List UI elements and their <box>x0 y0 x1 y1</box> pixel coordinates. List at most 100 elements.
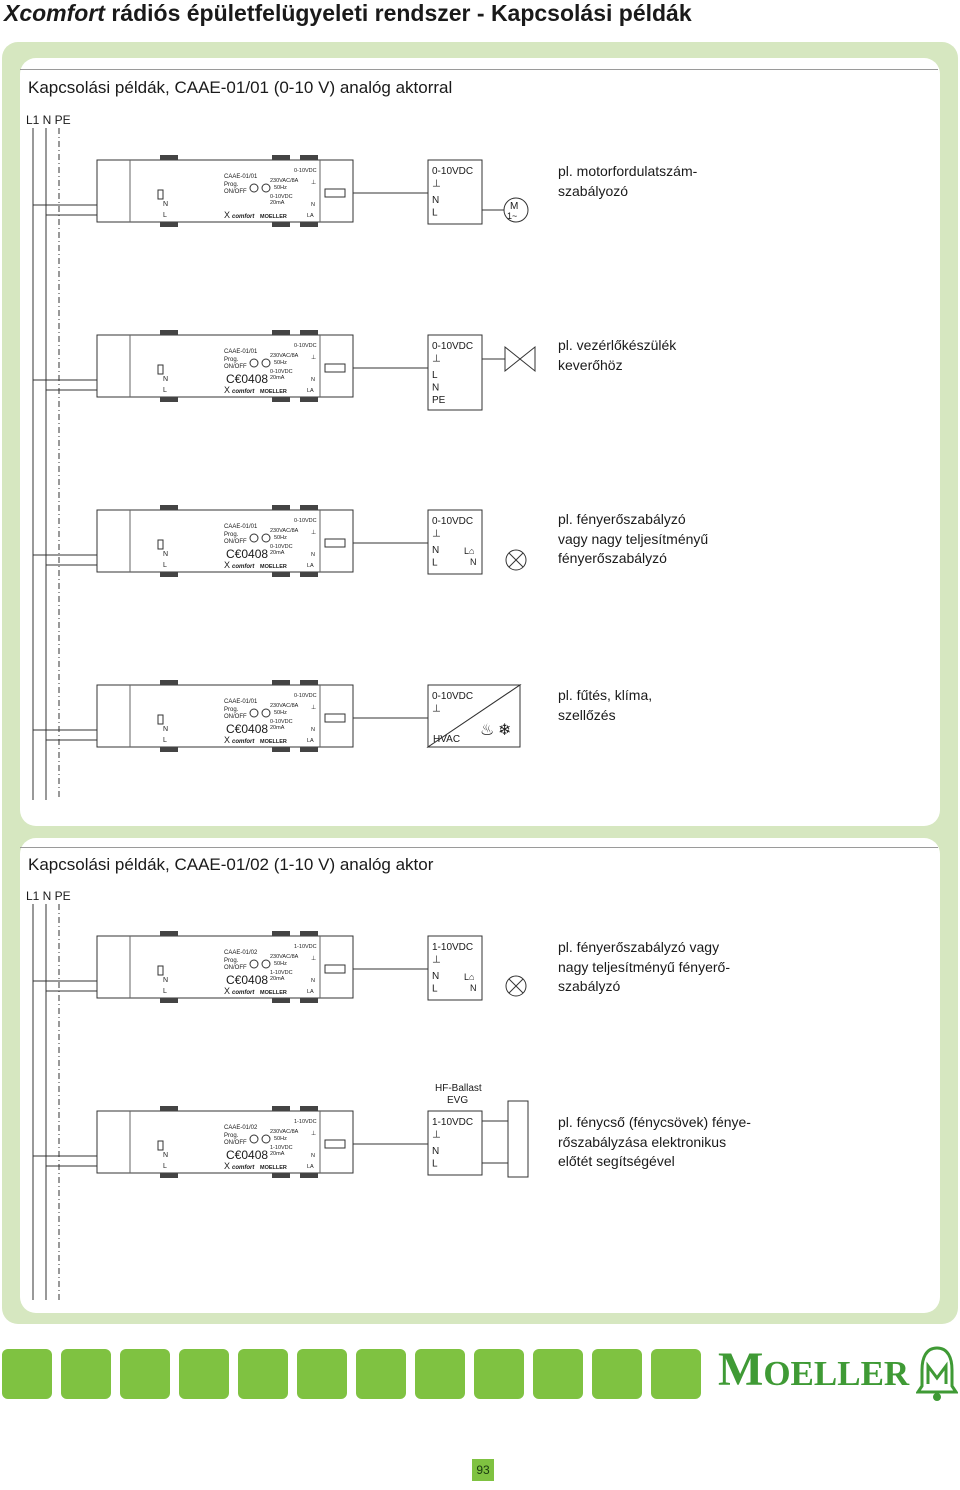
title-rest: rádiós épületfelügyeleti rendszer - Kapc… <box>104 0 692 26</box>
terminal-block <box>272 505 290 510</box>
footer-square <box>238 1349 288 1399</box>
terminal-block <box>272 222 290 227</box>
load-terminal: L <box>432 208 438 219</box>
diagram-label: LA <box>307 213 314 219</box>
load-terminal: L <box>432 1159 438 1170</box>
load-terminal: N <box>432 195 439 206</box>
diagram-label: N <box>163 977 168 984</box>
diagram-label: 0-10VDC <box>270 544 293 550</box>
device-model: CAAE-01/02 <box>224 950 258 956</box>
diagram-label: 50Hz <box>274 535 287 541</box>
footer-square <box>592 1349 642 1399</box>
maker-label: MOELLER <box>260 1165 287 1171</box>
page-number: 93 <box>472 1459 494 1481</box>
ballast-label: EVG <box>447 1095 468 1106</box>
terminal-marker <box>157 1140 164 1151</box>
terminal-block <box>300 931 318 936</box>
footer-square <box>297 1349 347 1399</box>
load-terminal: 1-10VDC <box>432 1117 473 1128</box>
diagram-label: L <box>163 737 167 744</box>
diagram-label: Prog. <box>224 1133 239 1139</box>
ce-mark: C€0408 <box>226 722 268 736</box>
terminal-block <box>272 931 290 936</box>
diagram-label: Prog. <box>224 707 239 713</box>
terminal-block <box>160 505 178 510</box>
ce-mark: C€0408 <box>226 547 268 561</box>
diagram-label: N <box>163 201 168 208</box>
diagram-label: ON/OFF <box>224 364 247 370</box>
load-terminal: N <box>432 1146 439 1157</box>
terminal-block <box>272 747 290 752</box>
load-box <box>427 1110 483 1176</box>
diagram-label: ON/OFF <box>224 189 247 195</box>
diagram-label: N <box>163 376 168 383</box>
diagram-label: LA <box>307 738 314 744</box>
footer-square <box>179 1349 229 1399</box>
diagram-label: 0-10VDC <box>270 194 293 200</box>
terminal-block <box>160 572 178 577</box>
terminal-marker <box>324 538 346 548</box>
diagram-label: 0-10VDC <box>294 693 317 699</box>
terminal-block <box>160 680 178 685</box>
brand-label: comfort <box>232 564 255 570</box>
terminal-marker <box>157 714 164 725</box>
example-description: pl. fényerőszabályzó vagy nagy teljesítm… <box>558 939 730 994</box>
terminal-block <box>160 998 178 1003</box>
terminal-block <box>300 747 318 752</box>
device-model: CAAE-01/01 <box>224 524 258 530</box>
terminal-block <box>160 155 178 160</box>
maker-label: MOELLER <box>260 739 287 745</box>
section-divider-1 <box>20 69 938 70</box>
section-heading-2: Kapcsolási példák, CAAE-01/02 (1-10 V) a… <box>28 855 434 874</box>
footer-square <box>533 1349 583 1399</box>
diagram-label: 50Hz <box>274 185 287 191</box>
terminal-marker <box>157 189 164 200</box>
diagram-label: 230VAC/8A <box>270 178 299 184</box>
maker-label: MOELLER <box>260 564 287 570</box>
terminal-block <box>160 931 178 936</box>
load-terminal: ⊥ <box>432 1130 441 1141</box>
diagram-label: 1-10VDC <box>294 1119 317 1125</box>
led-icon <box>261 358 271 368</box>
diagram-label: Prog. <box>224 532 239 538</box>
page-title: Xcomfort rádiós épületfelügyeleti rendsz… <box>4 0 692 27</box>
brand-label: comfort <box>232 214 255 220</box>
flame-icon: ♨ <box>480 722 494 739</box>
ce-mark: C€0408 <box>226 973 268 987</box>
terminal-block <box>272 1106 290 1111</box>
load-box <box>427 334 483 411</box>
terminal-marker <box>324 713 346 723</box>
example-description: pl. fűtés, klíma, szellőzés <box>558 687 653 723</box>
diagram-label: 0-10VDC <box>294 518 317 524</box>
load-terminal: 0-10VDC <box>432 166 473 177</box>
diagram-label: ON/OFF <box>224 1140 247 1146</box>
diagram-label: N <box>163 726 168 733</box>
load-terminal: N <box>432 545 439 556</box>
diagram-label: Prog. <box>224 958 239 964</box>
brand-label: comfort <box>232 990 255 996</box>
diagram-label: N <box>311 552 315 558</box>
supply-label-2: L1 N PE <box>26 889 71 903</box>
maker-label: MOELLER <box>260 389 287 395</box>
terminal-marker <box>157 364 164 375</box>
terminal-block <box>300 330 318 335</box>
maker-label: MOELLER <box>260 214 287 220</box>
load-terminal: 0-10VDC <box>432 516 473 527</box>
logo-first-letter: M <box>718 1343 764 1396</box>
prog-button-icon <box>249 959 259 969</box>
ballast-label: HF-Ballast <box>435 1083 482 1094</box>
diagram-label: 20mA <box>270 550 285 556</box>
diagram-label: ⊥ <box>311 955 316 962</box>
xcomfort-logo-icon: X <box>224 560 230 570</box>
footer-square <box>651 1349 701 1399</box>
terminal-block <box>300 572 318 577</box>
diagram-label: N <box>311 202 315 208</box>
example-description: pl. vezérlőkészülék keverőhöz <box>558 337 677 373</box>
logo-rest: OELLER <box>763 1354 910 1393</box>
terminal-block <box>300 505 318 510</box>
prog-button-icon <box>249 533 259 543</box>
device-model: CAAE-01/01 <box>224 174 258 180</box>
